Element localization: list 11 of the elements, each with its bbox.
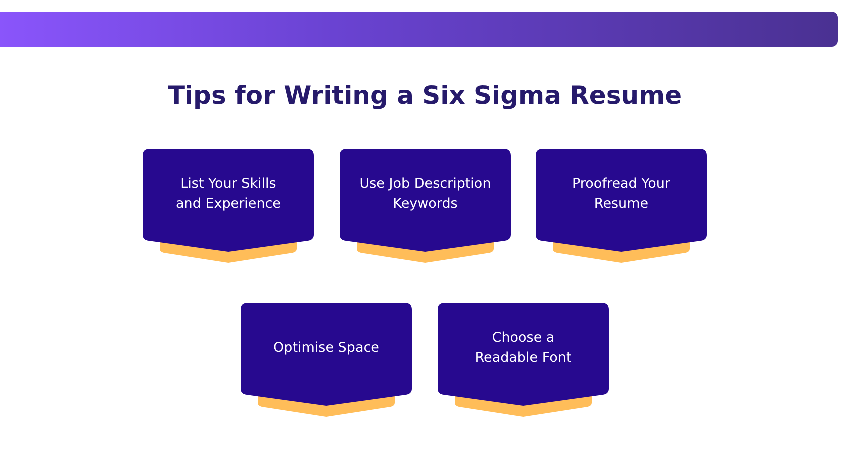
- tip-text: List Your Skills and Experience: [175, 175, 282, 214]
- tip-text: Optimise Space: [274, 339, 380, 358]
- tip-card: [438, 303, 609, 417]
- tip-card: [143, 149, 314, 263]
- tip-text: Use Job Description Keywords: [358, 175, 492, 214]
- tip-card: [536, 149, 707, 263]
- title: Tips for Writing a Six Sigma Resume: [166, 80, 684, 112]
- tip-text: Proofread Your Resume: [572, 175, 672, 214]
- tip-text: Choose a Readable Font: [474, 329, 573, 368]
- tip-card: [241, 303, 412, 417]
- tip-card: [340, 149, 511, 263]
